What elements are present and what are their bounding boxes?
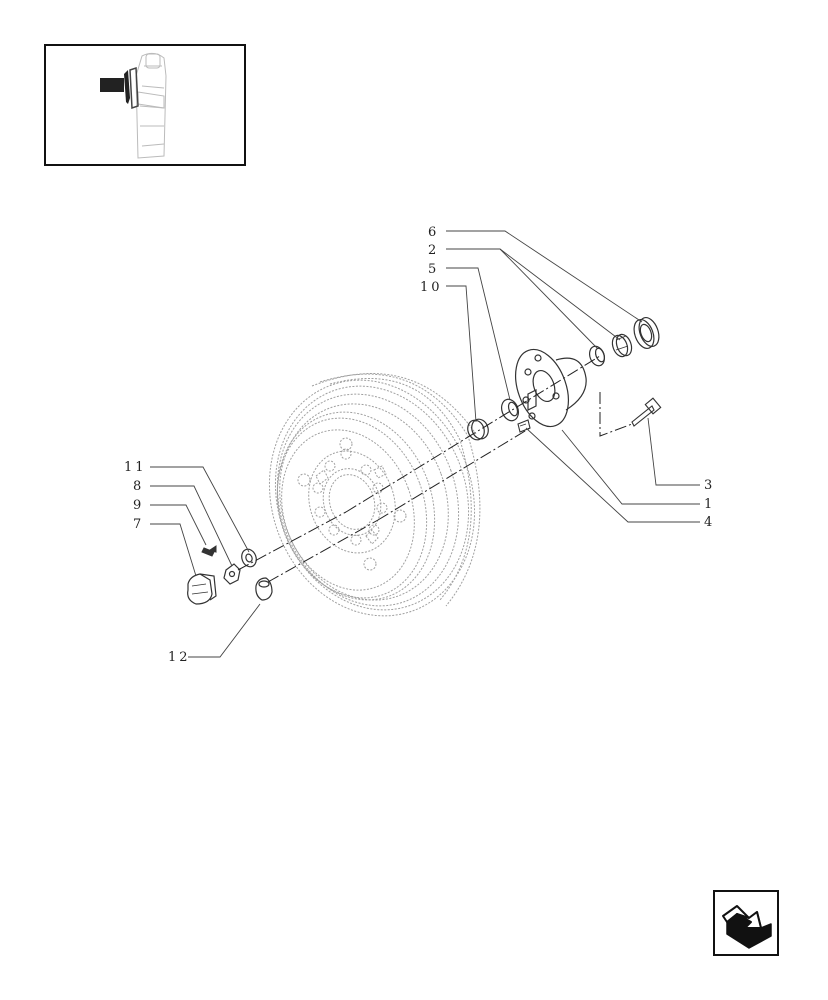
stud-4: [517, 419, 531, 433]
bearing-2b: [588, 345, 606, 367]
next-page-button[interactable]: [713, 890, 779, 956]
bolt-3: [631, 397, 662, 427]
nut-8: [223, 563, 241, 585]
callout-4: 4: [704, 515, 715, 530]
cap-12: [255, 577, 273, 601]
callout-11: 11: [124, 460, 147, 475]
axis-lines: [237, 355, 633, 583]
bearing-2a: [611, 333, 633, 358]
callout-8: 8: [133, 479, 144, 494]
locator-thumbnail: [44, 44, 246, 166]
callout-3: 3: [704, 478, 715, 493]
tractor-locator-icon: [100, 52, 167, 159]
wheel-disc: [297, 437, 407, 571]
bearing-cone-6: [633, 316, 660, 350]
callout-5: 5: [428, 262, 439, 277]
washer-11: [241, 548, 257, 568]
wheel-rim: [268, 373, 481, 617]
leader-lines: [150, 230, 700, 658]
callout-2: 2: [428, 243, 439, 258]
hub-cap-7: [187, 573, 217, 605]
wheel-hub: [515, 348, 587, 428]
callout-6: 6: [428, 225, 439, 240]
callout-9: 9: [133, 498, 144, 513]
callout-7: 7: [133, 517, 144, 532]
callout-10: 10: [420, 280, 443, 295]
cotter-pin-9: [201, 545, 217, 557]
bearing-5: [500, 398, 520, 422]
next-page-arrow-icon: [722, 905, 772, 949]
callout-12: 12: [168, 650, 191, 665]
seal-10: [467, 418, 489, 441]
callout-1: 1: [704, 497, 715, 512]
